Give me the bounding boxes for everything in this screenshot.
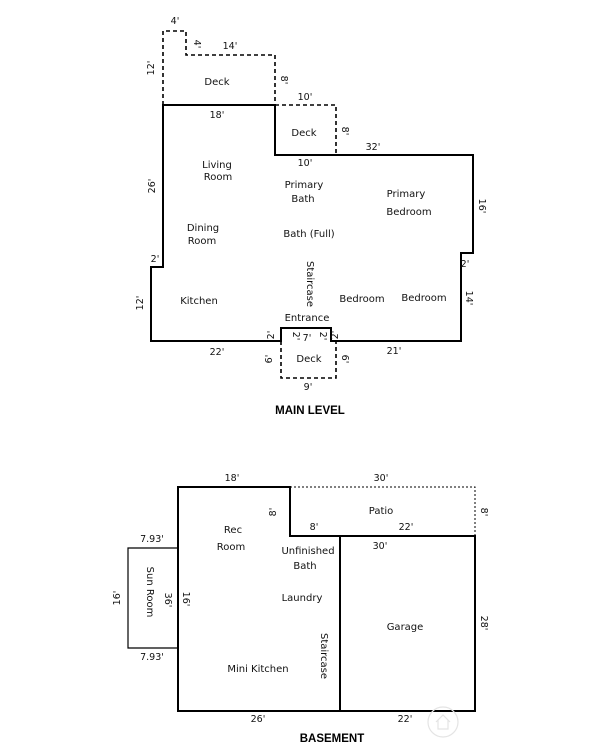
dim-label: 10' bbox=[298, 158, 313, 169]
primary-bath-label-1: Primary bbox=[285, 180, 324, 191]
dim-label: 7' bbox=[303, 333, 312, 344]
bottom-deck-outline bbox=[280, 341, 337, 379]
basement-level: Rec Room Patio Unfinished Bath Sun Room … bbox=[112, 473, 489, 745]
mini-kitchen-label: Mini Kitchen bbox=[227, 664, 288, 675]
rec-room-label-1: Rec bbox=[224, 525, 242, 536]
middle-deck-outline bbox=[275, 104, 337, 155]
dining-room-label-2: Room bbox=[188, 236, 216, 247]
dim-label: 8' bbox=[339, 127, 350, 136]
watermark-icon bbox=[427, 706, 459, 738]
main-staircase-label: Staircase bbox=[304, 261, 315, 307]
dim-label: 4' bbox=[171, 16, 180, 27]
dim-label: 16' bbox=[476, 199, 487, 214]
dim-label: 6' bbox=[339, 355, 350, 364]
dim-label: 4' bbox=[191, 40, 202, 49]
dim-label: 2' bbox=[330, 331, 341, 340]
unfinished-bath-label-1: Unfinished bbox=[281, 546, 334, 557]
dining-room-label-1: Dining bbox=[187, 223, 219, 234]
kitchen-label: Kitchen bbox=[180, 296, 218, 307]
dim-label: 9' bbox=[304, 382, 313, 393]
unfinished-bath-label-2: Bath bbox=[293, 561, 316, 572]
main-level: Deck Deck Living Room Primary Bath Prima… bbox=[135, 16, 487, 417]
basement-staircase-label: Staircase bbox=[318, 633, 329, 679]
dim-label: 7.93' bbox=[140, 534, 164, 545]
bath-full-label: Bath (Full) bbox=[283, 229, 334, 240]
main-house-outline bbox=[150, 104, 474, 342]
dim-label: 16' bbox=[112, 591, 123, 606]
dim-label: 10' bbox=[298, 92, 313, 103]
rec-room-label-2: Room bbox=[217, 542, 245, 553]
dim-label: 22' bbox=[398, 714, 413, 725]
dim-label: 32' bbox=[366, 142, 381, 153]
sun-room-label: Sun Room bbox=[144, 567, 155, 618]
top-deck-outline bbox=[162, 30, 276, 105]
dim-label: 8' bbox=[478, 508, 489, 517]
primary-bath-label-2: Bath bbox=[291, 194, 314, 205]
dim-label: 22' bbox=[210, 347, 225, 358]
patio-outline bbox=[290, 486, 476, 536]
dim-label: 7.93' bbox=[140, 652, 164, 663]
primary-bedroom-label-1: Primary bbox=[387, 189, 426, 200]
dim-label: 6' bbox=[264, 355, 275, 364]
dim-label: 28' bbox=[478, 616, 489, 631]
dim-label: 26' bbox=[251, 714, 266, 725]
laundry-label: Laundry bbox=[282, 593, 323, 604]
dim-label: 2' bbox=[151, 254, 160, 265]
dim-label: 18' bbox=[210, 110, 225, 121]
entrance-label: Entrance bbox=[285, 313, 330, 324]
dim-label: 36' bbox=[162, 593, 173, 608]
dim-label: 2' bbox=[317, 332, 328, 341]
bedroom-label-2: Bedroom bbox=[401, 293, 446, 304]
deck-top-label: Deck bbox=[204, 77, 229, 88]
dim-label: 21' bbox=[387, 346, 402, 357]
main-level-title: MAIN LEVEL bbox=[275, 405, 345, 417]
dim-label: 2' bbox=[266, 331, 277, 340]
sun-room-outline bbox=[127, 547, 178, 649]
dim-label: 26' bbox=[147, 179, 158, 194]
dim-label: 22' bbox=[399, 522, 414, 533]
dim-label: 12' bbox=[146, 61, 157, 76]
dim-label: 14' bbox=[223, 41, 238, 52]
deck-bottom-label: Deck bbox=[296, 354, 321, 365]
dim-label: 30' bbox=[373, 541, 388, 552]
dim-label: 2' bbox=[461, 259, 470, 270]
dim-label: 14' bbox=[463, 291, 474, 306]
deck-mid-label: Deck bbox=[291, 128, 316, 139]
dim-label: 12' bbox=[135, 296, 146, 311]
living-room-label-1: Living bbox=[202, 160, 232, 171]
bedroom-label-1: Bedroom bbox=[339, 294, 384, 305]
garage-label: Garage bbox=[387, 622, 424, 633]
dim-label: 8' bbox=[310, 522, 319, 533]
dim-label: 18' bbox=[225, 473, 240, 484]
primary-bedroom-label-2: Bedroom bbox=[386, 207, 431, 218]
living-room-label-2: Room bbox=[204, 172, 232, 183]
dim-label: 8' bbox=[278, 76, 289, 85]
basement-title: BASEMENT bbox=[300, 733, 365, 745]
dim-label: 8' bbox=[268, 508, 279, 517]
dim-label: 16' bbox=[180, 592, 191, 607]
patio-label: Patio bbox=[369, 506, 394, 517]
dim-label: 2' bbox=[290, 332, 301, 341]
dim-label: 30' bbox=[374, 473, 389, 484]
